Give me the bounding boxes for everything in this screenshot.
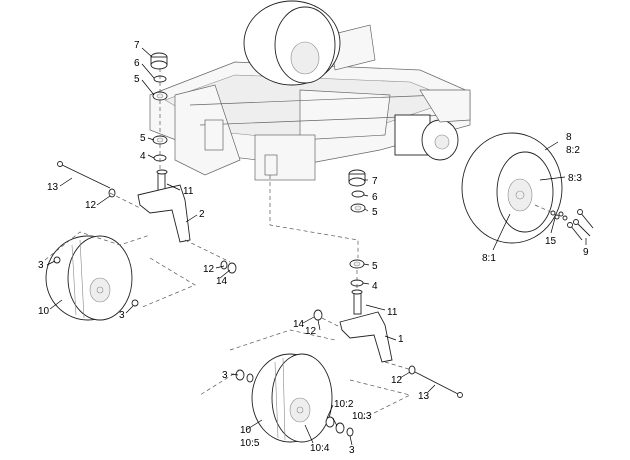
callout-11a: 11 — [183, 186, 194, 197]
callout-8: 8 — [566, 132, 572, 143]
left-caster-bearing-5b — [152, 135, 168, 145]
callout-7a: 7 — [134, 40, 140, 51]
callout-7b: 7 — [372, 176, 378, 187]
right-caster-washer-6 — [351, 190, 365, 198]
right-front-wheel — [251, 353, 333, 443]
callout-4a: 4 — [140, 151, 146, 162]
callout-8-3: 8:3 — [568, 173, 582, 184]
right-axle-bolt-13 — [414, 371, 463, 398]
callout-1: 1 — [398, 334, 404, 345]
callout-14a: 14 — [216, 276, 228, 287]
callout-14b: 14 — [293, 319, 305, 330]
right-caster-bearing-5 — [350, 203, 366, 213]
callout-5b: 5 — [140, 133, 146, 144]
callout-12d: 12 — [391, 375, 403, 386]
callout-10-4: 10:4 — [310, 443, 330, 454]
callout-8-2: 8:2 — [566, 145, 580, 156]
wheel-studs — [567, 209, 594, 241]
right-caster-bearing-5b — [349, 259, 365, 269]
callout-10-3: 10:3 — [352, 411, 372, 422]
left-front-wheel — [45, 235, 133, 321]
callout-2: 2 — [199, 209, 205, 220]
callout-12b: 12 — [203, 264, 215, 275]
callout-4b: 4 — [372, 281, 378, 292]
callout-15: 15 — [545, 236, 557, 247]
rear-wheel-upper — [243, 0, 341, 86]
wheel-motor — [394, 89, 471, 161]
callout-11b: 11 — [387, 307, 398, 318]
rear-wheel-right — [461, 132, 563, 244]
callout-13b: 13 — [418, 391, 430, 402]
right-spacer-14 — [313, 309, 323, 321]
assembly-guide-lines — [44, 68, 554, 421]
left-spacer-12 — [108, 188, 116, 198]
callout-6b: 6 — [372, 192, 378, 203]
leader-lines — [46, 47, 587, 446]
callout-5d: 5 — [372, 261, 378, 272]
left-wheel-bearing-3a — [53, 256, 61, 264]
right-wheel-hardware — [235, 369, 354, 437]
callout-9: 9 — [583, 247, 589, 258]
left-wheel-bearing-3b — [131, 299, 139, 307]
callout-3a: 3 — [38, 260, 44, 271]
callout-12c: 12 — [305, 326, 317, 337]
lug-nuts — [550, 210, 568, 221]
chassis-frame — [149, 24, 471, 181]
callout-10-5: 10:5 — [240, 438, 260, 449]
callout-3d: 3 — [349, 445, 355, 456]
left-nut-14 — [220, 260, 237, 274]
callout-5c: 5 — [372, 207, 378, 218]
callout-10b: 10 — [240, 425, 252, 436]
right-caster-spindle-11 — [351, 289, 363, 315]
right-caster-fork-1 — [339, 311, 393, 363]
left-caster-fork-2 — [137, 184, 191, 243]
left-caster-cap-7 — [150, 52, 168, 70]
callout-3b: 3 — [119, 310, 125, 321]
callout-labels: 7 6 5 5 4 13 12 11 2 3 10 3 12 14 7 6 5 … — [38, 40, 589, 456]
callout-13a: 13 — [47, 182, 59, 193]
callout-6a: 6 — [134, 58, 140, 69]
right-caster-cap-7 — [348, 169, 366, 187]
left-axle-bolt-13 — [57, 161, 111, 189]
left-caster-bearing-5a — [152, 91, 168, 101]
callout-5a: 5 — [134, 74, 140, 85]
callout-12a: 12 — [85, 200, 97, 211]
callout-10-2: 10:2 — [334, 399, 354, 410]
callout-8-1: 8:1 — [482, 253, 496, 264]
callout-3c: 3 — [222, 370, 228, 381]
callout-10a: 10 — [38, 306, 50, 317]
